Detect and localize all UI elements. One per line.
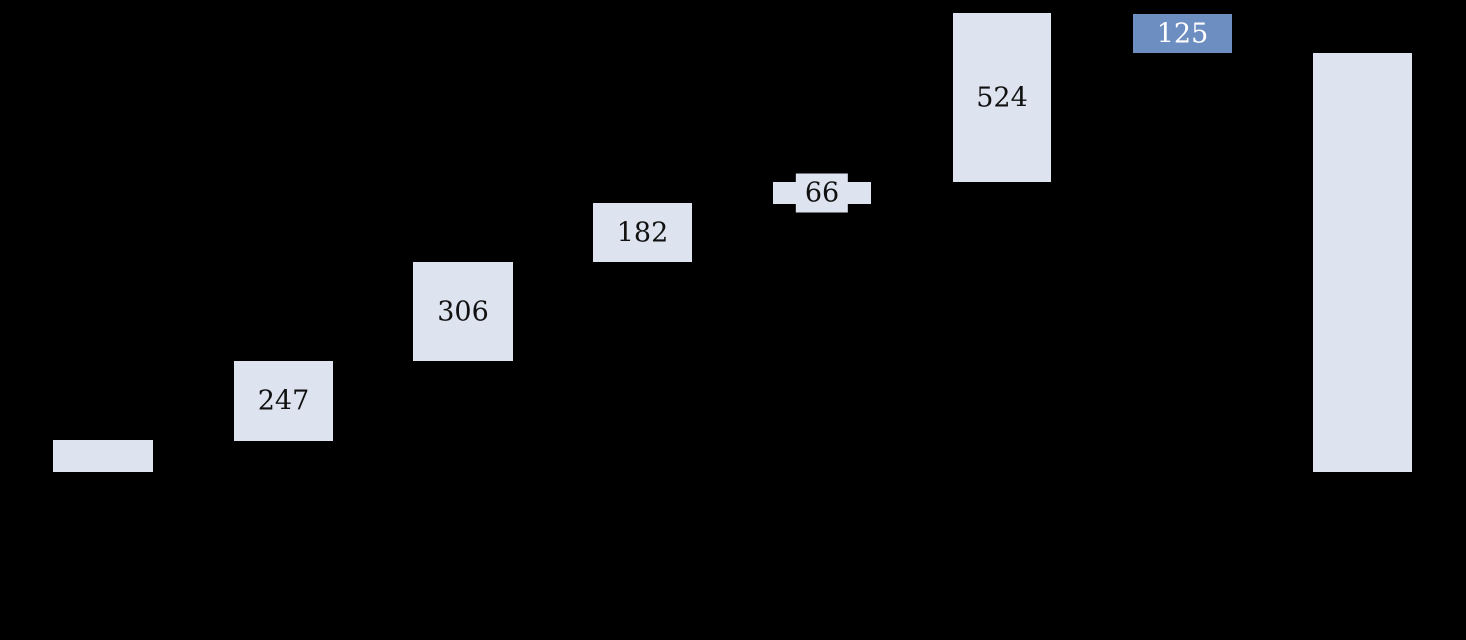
bar-8[interactable]	[1313, 53, 1412, 472]
bar-4[interactable]: 182	[593, 203, 692, 262]
bar-5[interactable]: 66	[773, 173, 871, 213]
bar-value-label: 524	[967, 78, 1037, 117]
bar-6[interactable]: 524	[953, 13, 1051, 182]
bar-value-label: 66	[795, 173, 849, 213]
bar-value-label: 182	[607, 213, 678, 252]
bar-value-label: 306	[428, 292, 498, 331]
bar-3[interactable]: 306	[413, 262, 513, 361]
bar-7[interactable]: 125	[1133, 14, 1232, 53]
bar-2[interactable]: 247	[234, 361, 333, 441]
bar-value-label: 247	[248, 381, 319, 421]
bar-1[interactable]	[53, 440, 153, 472]
bar-value-label: 125	[1156, 18, 1209, 49]
